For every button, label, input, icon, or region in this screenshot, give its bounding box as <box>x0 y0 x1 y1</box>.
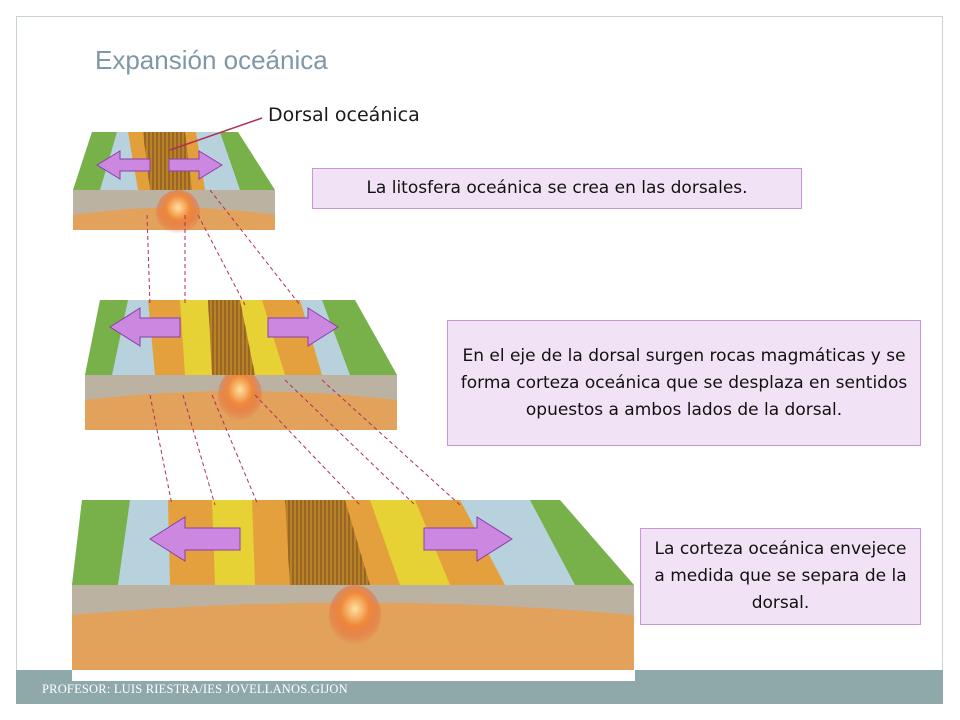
arrow-right-stage-1 <box>168 150 223 180</box>
guide-line <box>209 189 301 306</box>
footer-credit: PROFESOR: LUIS RIESTRA/IES JOVELLANOS.GI… <box>42 682 348 696</box>
caption-text-1: La litosfera oceánica se crea en las dor… <box>366 178 748 198</box>
guide-line <box>197 214 246 306</box>
guide-line <box>211 394 259 506</box>
arrow-left-stage-3 <box>149 516 241 562</box>
slide-title: Expansión oceánica <box>95 45 328 75</box>
ridge-pointer-line <box>169 117 263 151</box>
guide-line <box>182 394 216 506</box>
guide-line <box>254 394 361 506</box>
arrow-right-stage-3 <box>423 516 513 562</box>
caption-box-1: La litosfera oceánica se crea en las dor… <box>312 168 802 209</box>
guide-line <box>321 379 461 506</box>
footer-accent <box>72 670 635 681</box>
caption-box-2: En el eje de la dorsal surgen rocas magm… <box>447 320 921 446</box>
caption-box-3: La corteza oceánica envejece a medida qu… <box>640 528 921 625</box>
magma-plume <box>329 585 381 645</box>
magma-plume <box>218 369 262 421</box>
caption-text-3: La corteza oceánica envejece a medida qu… <box>654 539 907 613</box>
arrow-left-stage-2 <box>109 307 181 347</box>
guide-lines <box>146 189 461 506</box>
arrow-right-stage-2 <box>267 307 339 347</box>
arrow-left-stage-1 <box>96 150 151 180</box>
guide-line <box>149 394 173 506</box>
ridge-block-stage-1 <box>73 132 275 234</box>
ridge-label: Dorsal oceánica <box>268 104 420 126</box>
ridge-block-stage-3 <box>72 500 634 670</box>
guide-line <box>284 379 416 506</box>
magma-plume <box>156 190 200 234</box>
guide-line <box>146 214 151 306</box>
caption-text-2: En el eje de la dorsal surgen rocas magm… <box>460 345 908 420</box>
